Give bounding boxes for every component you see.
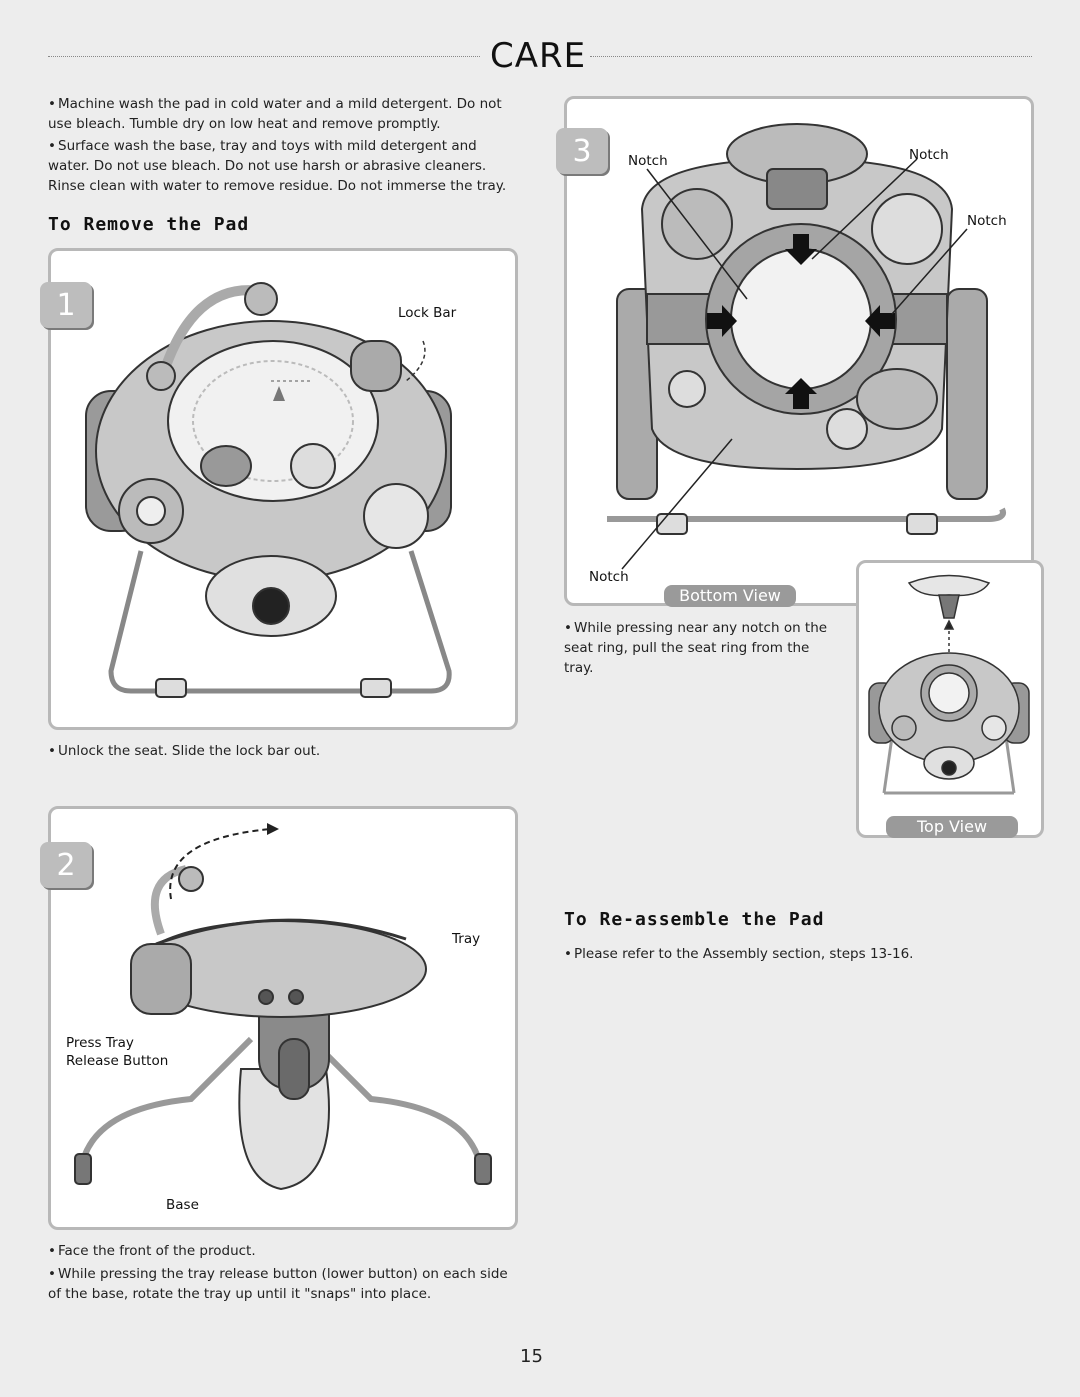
label-tray: Tray — [452, 931, 481, 947]
page-title: CARE — [490, 36, 587, 76]
label-lock-bar: Lock Bar — [398, 305, 457, 321]
top-view-tag: Top View — [886, 816, 1018, 838]
walker-front-illustration — [85, 282, 452, 698]
step-number-3: 3 — [556, 128, 608, 174]
walker-side-illustration — [74, 823, 492, 1191]
remove-pad-heading: To Remove the Pad — [48, 214, 250, 235]
label-notch-bottom: Notch — [589, 569, 629, 585]
top-view-panel — [856, 560, 1044, 838]
step-number-1: 1 — [40, 282, 92, 328]
reassemble-pad-heading: To Re-assemble the Pad — [564, 909, 825, 930]
care-bullet: •Machine wash the pad in cold water and … — [48, 96, 502, 132]
header-rule-left — [48, 56, 480, 57]
label-notch-top-left: Notch — [628, 153, 668, 169]
label-release-button: Release Button — [66, 1053, 169, 1069]
step2-panel: Tray Press Tray Release Button Base — [48, 806, 518, 1230]
bottom-view-tag: Bottom View — [664, 585, 796, 607]
step3-bottom-view-panel: Notch Notch Notch Notch — [564, 96, 1034, 606]
step2-instruction: •Face the front of the product. — [48, 1243, 256, 1259]
step-number-2: 2 — [40, 842, 92, 888]
label-press-tray: Press Tray — [66, 1035, 134, 1051]
label-notch-top-right: Notch — [909, 147, 949, 163]
step1-panel: Lock Bar — [48, 248, 518, 730]
step2-instruction: •While pressing the tray release button … — [48, 1266, 508, 1302]
step1-instruction: •Unlock the seat. Slide the lock bar out… — [48, 743, 321, 759]
label-base: Base — [166, 1197, 199, 1213]
walker-top-illustration — [868, 574, 1030, 795]
step3-instruction: •While pressing near any notch on the se… — [564, 620, 828, 676]
page-number: 15 — [520, 1346, 543, 1367]
header-rule-right — [590, 56, 1032, 57]
label-notch-right: Notch — [967, 213, 1007, 229]
reassemble-instruction: •Please refer to the Assembly section, s… — [564, 946, 914, 962]
walker-bottom-illustration — [607, 123, 1006, 570]
care-bullet: •Surface wash the base, tray and toys wi… — [48, 138, 507, 194]
